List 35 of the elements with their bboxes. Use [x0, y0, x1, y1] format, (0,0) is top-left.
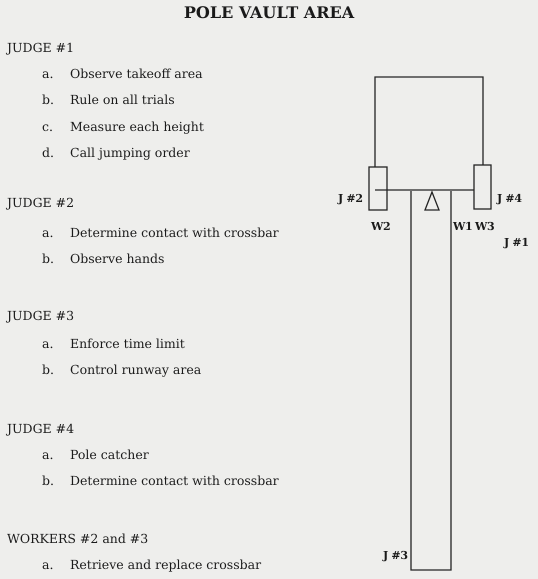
- section-heading: JUDGE #2: [7, 195, 74, 210]
- position-label: J #2: [338, 191, 363, 206]
- title: POLE VAULT AREA: [182, 3, 356, 22]
- list-marker: a.: [42, 66, 54, 81]
- section-heading: JUDGE #3: [7, 308, 74, 323]
- list-item: Call jumping order: [70, 145, 190, 160]
- section-heading: JUDGE #1: [7, 40, 74, 55]
- list-item: Determine contact with crossbar: [70, 225, 279, 240]
- list-marker: a.: [42, 557, 54, 572]
- list-item: Control runway area: [70, 362, 202, 377]
- list-item: Observe hands: [70, 251, 164, 266]
- position-label: J #3: [383, 548, 408, 563]
- list-item: Measure each height: [70, 119, 204, 134]
- list-marker: a.: [42, 447, 54, 462]
- list-item: Enforce time limit: [70, 336, 185, 351]
- position-label: J #1: [504, 235, 529, 250]
- list-marker: a.: [42, 336, 54, 351]
- position-label: J #4: [497, 191, 522, 206]
- list-marker: d.: [42, 145, 54, 160]
- list-marker: a.: [42, 225, 54, 240]
- position-label: W1: [453, 219, 472, 234]
- list-marker: b.: [42, 362, 54, 377]
- section-heading: WORKERS #2 and #3: [7, 531, 148, 546]
- list-item: Observe takeoff area: [70, 66, 203, 81]
- list-item: Determine contact with crossbar: [70, 473, 279, 488]
- list-marker: b.: [42, 251, 54, 266]
- position-label: W2: [371, 219, 390, 234]
- list-item: Pole catcher: [70, 447, 149, 462]
- list-item: Rule on all trials: [70, 92, 175, 107]
- list-marker: c.: [42, 119, 53, 134]
- list-marker: b.: [42, 92, 54, 107]
- list-item: Retrieve and replace crossbar: [70, 557, 262, 572]
- section-heading: JUDGE #4: [7, 421, 74, 436]
- position-label: W3: [475, 219, 494, 234]
- list-marker: b.: [42, 473, 54, 488]
